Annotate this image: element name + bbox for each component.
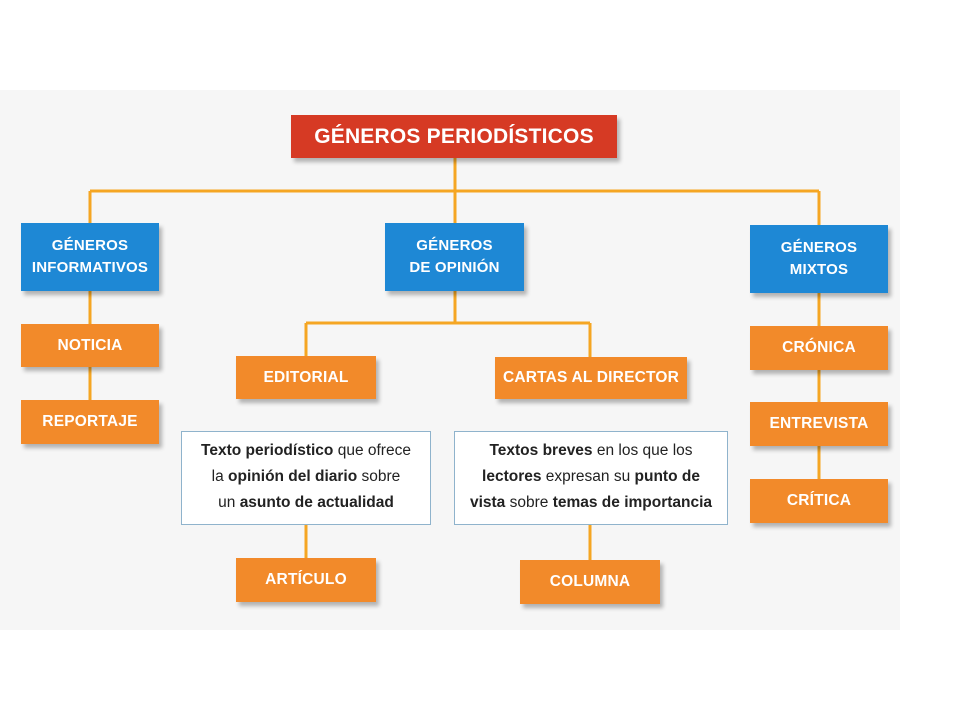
- item-noticia: NOTICIA: [21, 324, 159, 367]
- category-label-line1: GÉNEROS: [416, 237, 493, 254]
- subtype-label: EDITORIAL: [263, 368, 349, 386]
- diagram-area: GÉNEROS PERIODÍSTICOS GÉNEROS INFORMATIV…: [0, 90, 900, 630]
- description-text: sobre: [505, 494, 553, 511]
- item-entrevista: ENTREVISTA: [750, 402, 888, 446]
- category-label-line1: GÉNEROS: [780, 239, 858, 256]
- description-text-bold: asunto de actualidad: [239, 494, 394, 511]
- description-text-bold: Texto periodístico: [201, 442, 334, 459]
- item-label: CRÓNICA: [782, 339, 856, 356]
- main-title-node: GÉNEROS PERIODÍSTICOS: [291, 115, 617, 158]
- category-label-line2: DE OPINIÓN: [409, 259, 500, 276]
- category-opinion: GÉNEROS DE OPINIÓN: [385, 223, 524, 291]
- description-line: vista sobre temas de importancia: [455, 490, 727, 516]
- item-articulo: ARTÍCULO: [236, 558, 376, 602]
- description-line: lectores expresan su punto de: [455, 464, 727, 490]
- subtype-cartas-al-director: CARTAS AL DIRECTOR: [495, 357, 687, 399]
- category-mixtos: GÉNEROS MIXTOS: [750, 225, 888, 293]
- description-text: que ofrece: [333, 442, 411, 459]
- category-informativos: GÉNEROS INFORMATIVOS: [21, 223, 159, 291]
- cartas-description: Textos breves en los que los lectores ex…: [454, 431, 728, 525]
- description-line: un asunto de actualidad: [182, 490, 430, 516]
- category-label-line2: INFORMATIVOS: [31, 259, 149, 276]
- description-text-bold: temas de importancia: [552, 494, 713, 511]
- description-text-bold: Textos breves: [489, 442, 593, 459]
- category-label-line1: GÉNEROS: [51, 237, 129, 254]
- item-label: REPORTAJE: [42, 413, 138, 430]
- item-label: CRÍTICA: [786, 492, 852, 509]
- description-line: Textos breves en los que los: [455, 438, 727, 464]
- description-text-bold: opinión del diario: [228, 468, 358, 485]
- item-label: COLUMNA: [549, 573, 631, 590]
- item-columna: COLUMNA: [520, 560, 660, 604]
- description-line: Texto periodístico que ofrece: [182, 438, 430, 464]
- item-label: NOTICIA: [57, 336, 123, 354]
- description-text-bold: lectores: [482, 468, 542, 485]
- description-text-bold: punto de: [634, 468, 700, 485]
- description-text: la: [211, 468, 229, 485]
- description-text: sobre: [357, 468, 401, 485]
- description-text-bold: vista: [469, 494, 506, 511]
- subtype-editorial: EDITORIAL: [236, 356, 376, 399]
- item-label: ENTREVISTA: [769, 415, 869, 432]
- item-label: ARTÍCULO: [265, 571, 347, 588]
- description-line: la opinión del diario sobre: [182, 464, 430, 490]
- category-label-line2: MIXTOS: [789, 261, 849, 278]
- item-cronica: CRÓNICA: [750, 326, 888, 370]
- subtype-label: CARTAS AL DIRECTOR: [502, 369, 680, 386]
- description-text: un: [218, 494, 240, 511]
- item-reportaje: REPORTAJE: [21, 400, 159, 444]
- main-title: GÉNEROS PERIODÍSTICOS: [314, 124, 594, 148]
- description-text: expresan su: [541, 468, 635, 485]
- editorial-description: Texto periodístico que ofrece la opinión…: [181, 431, 431, 525]
- item-critica: CRÍTICA: [750, 479, 888, 523]
- description-text: en los que los: [592, 442, 693, 459]
